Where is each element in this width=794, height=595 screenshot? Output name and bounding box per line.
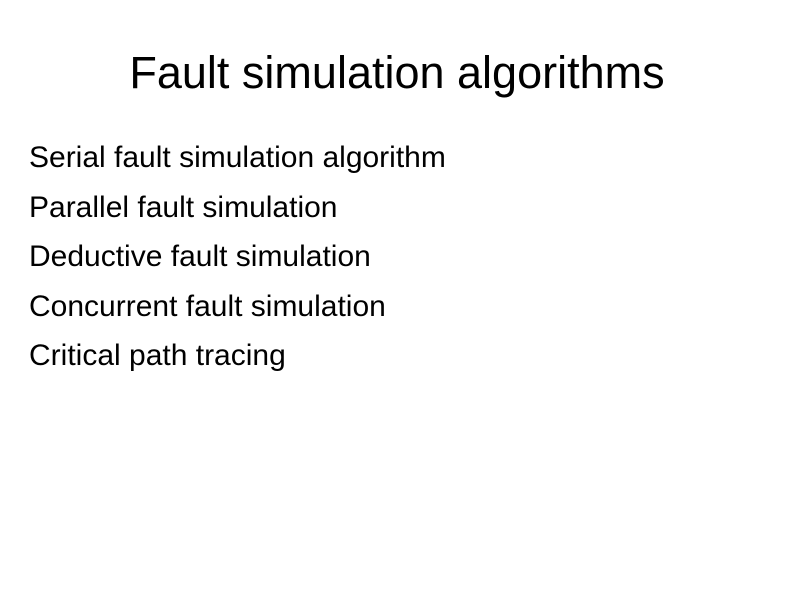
body-line-parallel: Parallel fault simulation xyxy=(29,190,338,224)
slide-body-list: Serial fault simulation algorithm Parall… xyxy=(29,133,749,381)
slide-title: Fault simulation algorithms xyxy=(129,47,665,98)
body-line-critical-path: Critical path tracing xyxy=(29,339,286,372)
body-line-deductive: Deductive fault simulation xyxy=(29,240,371,273)
body-line-serial: Serial fault simulation algorithm xyxy=(29,141,446,174)
body-line-concurrent: Concurrent fault simulation xyxy=(29,289,386,323)
